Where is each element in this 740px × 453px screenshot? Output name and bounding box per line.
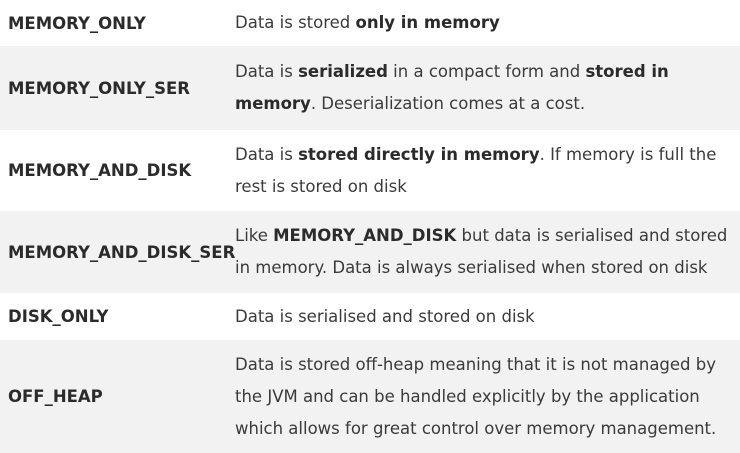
- storage-level-description: Data is stored only in memory: [227, 0, 740, 46]
- description-text: . If memory is full the rest is stored o…: [235, 144, 717, 196]
- description-text: Data is stored: [235, 13, 356, 32]
- storage-level-description: Like MEMORY_AND_DISK but data is seriali…: [227, 211, 740, 293]
- table-row: MEMORY_AND_DISK Data is stored directly …: [0, 130, 740, 211]
- storage-level-name: MEMORY_AND_DISK: [8, 161, 192, 180]
- description-text: Data is: [235, 144, 299, 164]
- storage-level-name: OFF_HEAP: [8, 387, 103, 406]
- storage-level-name: MEMORY_ONLY_SER: [8, 78, 190, 98]
- description-emphasis: stored in memory: [235, 62, 669, 113]
- table-row: OFF_HEAP Data is stored off-heap meaning…: [0, 340, 740, 453]
- description-text: but data is serialised and stored in mem…: [235, 226, 728, 277]
- storage-level-description: Data is serialized in a compact form and…: [227, 46, 740, 130]
- table-row: MEMORY_AND_DISK_SER Like MEMORY_AND_DISK…: [0, 211, 740, 293]
- storage-level-name: MEMORY_AND_DISK_SER: [8, 242, 236, 262]
- table-row: DISK_ONLY Data is serialised and stored …: [0, 293, 740, 340]
- storage-level-name: DISK_ONLY: [8, 307, 109, 326]
- description-emphasis: only in memory: [355, 13, 500, 32]
- description-emphasis: MEMORY_AND_DISK: [273, 226, 457, 245]
- table-row: MEMORY_ONLY_SER Data is serialized in a …: [0, 46, 740, 130]
- description-text: . Deserialization comes at a cost.: [310, 94, 586, 113]
- description-text: in a compact form and: [387, 62, 586, 81]
- storage-level-description: Data is stored directly in memory. If me…: [227, 130, 740, 211]
- description-text: Data is stored off-heap meaning that it …: [235, 354, 717, 438]
- storage-level-description: Data is serialised and stored on disk: [227, 293, 740, 340]
- description-text: Data is serialised and stored on disk: [235, 306, 535, 326]
- description-emphasis: stored directly in memory: [298, 144, 540, 164]
- storage-level-name: MEMORY_ONLY: [8, 13, 146, 33]
- description-text: Like: [235, 226, 274, 245]
- table-row: MEMORY_ONLY Data is stored only in memor…: [0, 0, 740, 46]
- storage-level-description: Data is stored off-heap meaning that it …: [227, 340, 740, 453]
- description-emphasis: serialized: [298, 62, 388, 81]
- description-text: Data is: [235, 62, 299, 81]
